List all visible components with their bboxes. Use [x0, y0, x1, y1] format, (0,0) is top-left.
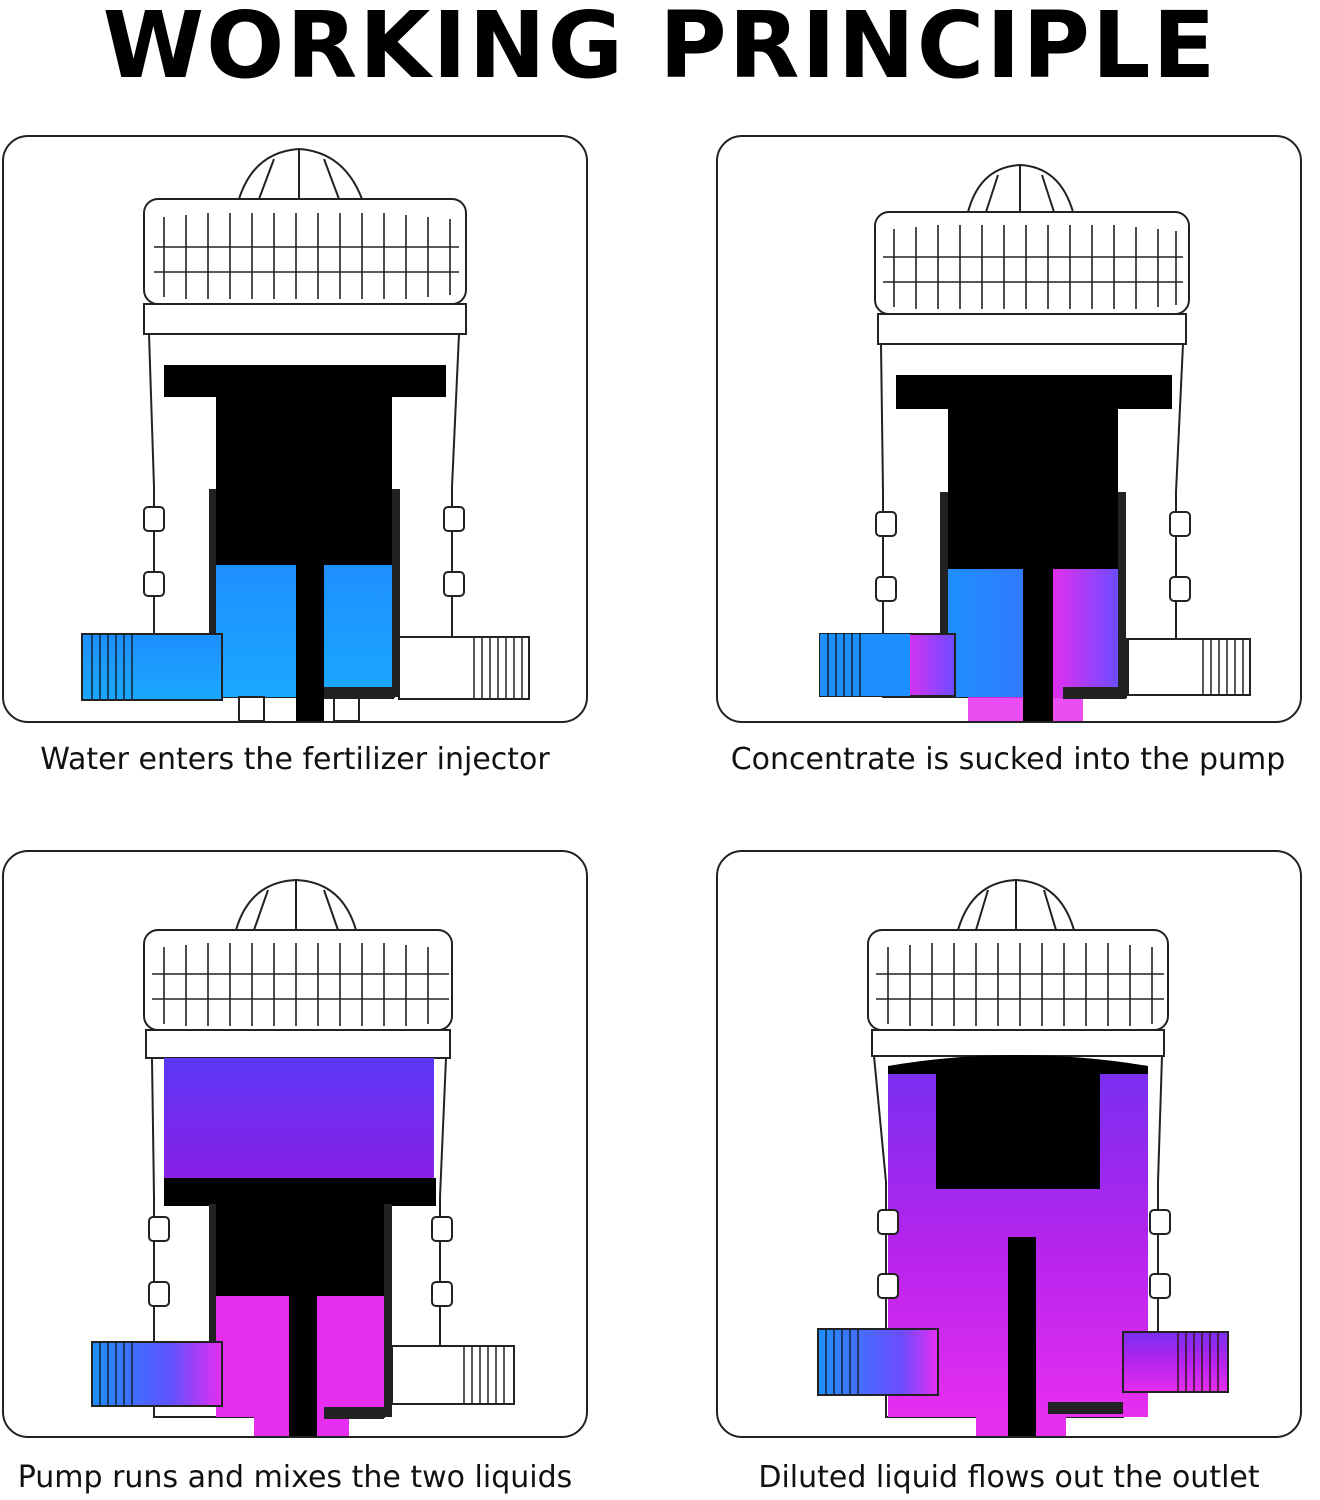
- page-title: WORKING PRINCIPLE: [102, 0, 1218, 99]
- diagram-panel-mixing: [2, 850, 588, 1438]
- outlet-pipe-flow: [1122, 1331, 1229, 1393]
- diagram-panel-outlet: [716, 850, 1302, 1438]
- piston-head: [164, 365, 446, 397]
- caption-suction: Concentrate is sucked into the pump: [730, 742, 1286, 777]
- injector-diagram-water-in: [81, 147, 530, 721]
- upper-mix-chamber: [164, 1058, 434, 1178]
- cap-ring: [143, 198, 467, 305]
- injector-diagram-suction: [819, 163, 1251, 721]
- cap-dome: [237, 147, 364, 200]
- cap-ring: [874, 211, 1190, 315]
- piston-rod: [296, 565, 324, 721]
- caption-mixing: Pump runs and mixes the two liquids: [17, 1460, 573, 1495]
- caption-water-in: Water enters the fertilizer injector: [40, 742, 550, 777]
- piston-body: [216, 397, 392, 565]
- outlet-pipe: [398, 636, 530, 700]
- inlet-pipe: [81, 633, 223, 701]
- diagram-panel-water-in: [2, 135, 588, 723]
- injector-diagram-outlet: [817, 878, 1229, 1436]
- piston-body: [936, 1074, 1100, 1189]
- injector-diagram-mixing: [91, 878, 515, 1436]
- caption-outlet: Diluted liquid flows out the outlet: [758, 1460, 1260, 1495]
- diagram-panel-suction: [716, 135, 1302, 723]
